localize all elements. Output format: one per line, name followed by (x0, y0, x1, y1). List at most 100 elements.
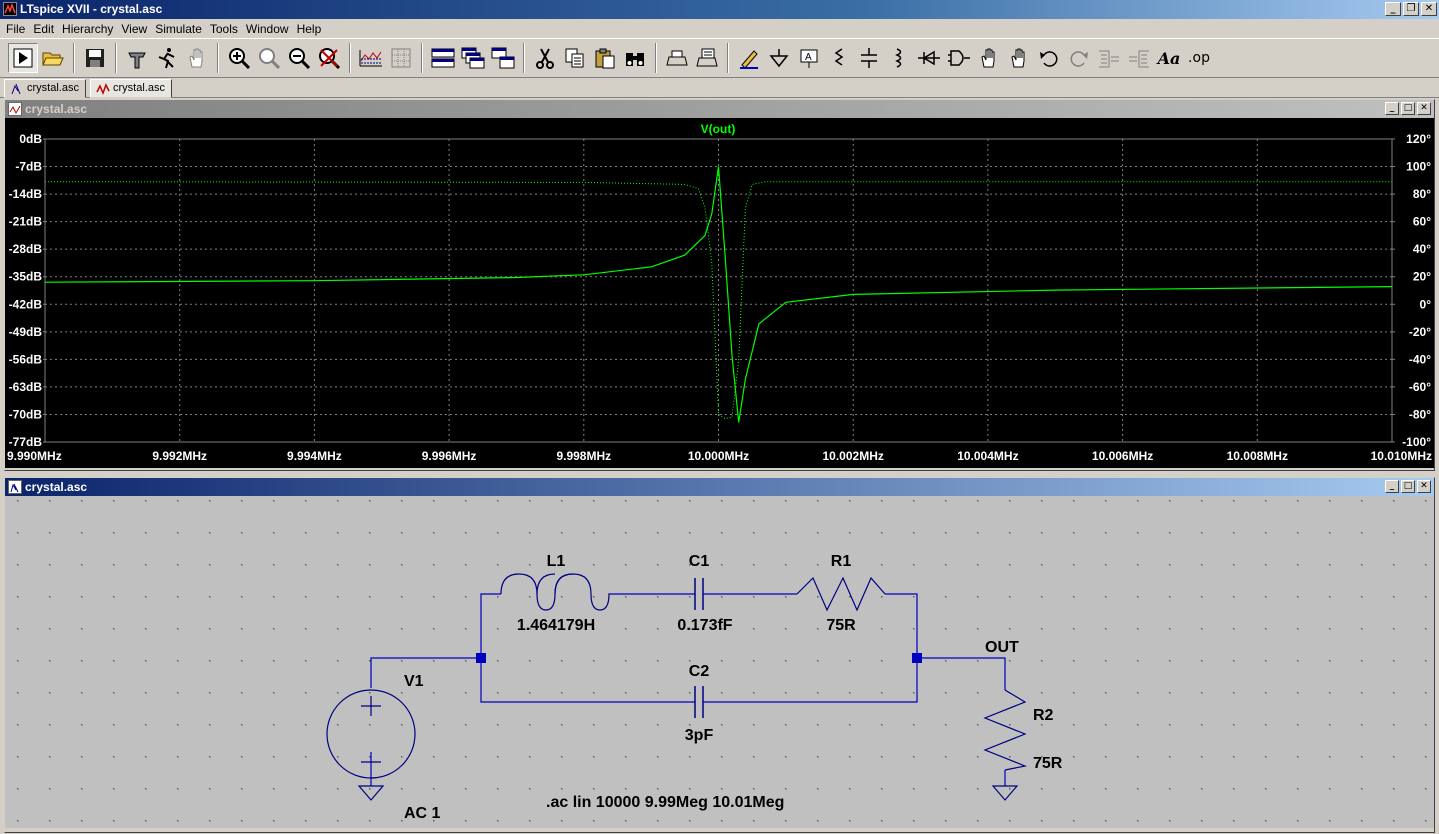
tab-waveform[interactable]: crystal.asc (90, 79, 172, 98)
capacitor-c2[interactable]: C2 3pF (685, 663, 714, 744)
c2-name[interactable]: C2 (689, 663, 710, 680)
tab-schematic[interactable]: crystal.asc (4, 79, 86, 98)
schematic-window-icon (8, 480, 22, 494)
trace-label[interactable]: V(out) (701, 122, 736, 136)
v1-name[interactable]: V1 (404, 673, 424, 690)
menu-view[interactable]: View (121, 21, 148, 36)
resistor-icon[interactable] (824, 43, 854, 73)
magnitude-tick-label: -7dB (15, 160, 42, 174)
resistor-r2[interactable]: R2 75R (983, 689, 1063, 772)
spice-directive-icon[interactable]: .op (1184, 43, 1214, 73)
c1-value[interactable]: 0.173fF (677, 617, 732, 634)
r2-value[interactable]: 75R (1033, 755, 1063, 772)
schematic-canvas[interactable]: L1 1.464179H C1 0.173fF R1 75R C2 3pF (5, 496, 1434, 828)
waveform-minimize-button[interactable]: _ (1385, 102, 1399, 115)
redo-icon[interactable] (1064, 43, 1094, 73)
r1-value[interactable]: 75R (826, 617, 856, 634)
autorange-icon[interactable] (356, 43, 386, 73)
bode-plot[interactable]: V(out) 0dB-7dB-14dB-21dB-28dB-35dB-42dB-… (5, 118, 1434, 468)
ground-icon[interactable] (764, 43, 794, 73)
grid-icon[interactable] (386, 43, 416, 73)
menu-tools[interactable]: Tools (209, 21, 238, 36)
waveform-maximize-button[interactable]: □ (1401, 102, 1415, 115)
control-panel-icon[interactable] (122, 43, 152, 73)
drag-icon[interactable] (1004, 43, 1034, 73)
frequency-tick-label: 10.010MHz (1371, 449, 1432, 463)
schematic-tab-icon (10, 82, 24, 96)
mirror-icon[interactable] (1124, 43, 1154, 73)
find-icon[interactable] (620, 43, 650, 73)
tile-vertical-icon[interactable] (488, 43, 518, 73)
print-setup-icon[interactable] (662, 43, 692, 73)
minimize-button[interactable]: _ (1385, 2, 1401, 16)
rotate-icon[interactable] (1094, 43, 1124, 73)
ground-symbol[interactable] (991, 785, 1019, 801)
save-icon[interactable] (80, 43, 110, 73)
spice-directive[interactable]: .ac lin 10000 9.99Meg 10.01Meg (546, 794, 784, 811)
menu-edit[interactable]: Edit (33, 21, 55, 36)
component-icon[interactable] (944, 43, 974, 73)
phase-tick-label: 80° (1413, 187, 1431, 201)
cut-icon[interactable] (530, 43, 560, 73)
r2-name[interactable]: R2 (1033, 707, 1054, 724)
schematic-window-title: crystal.asc (25, 480, 88, 494)
zoom-in-icon[interactable] (224, 43, 254, 73)
menu-bar: File Edit Hierarchy View Simulate Tools … (0, 19, 1439, 38)
l1-name[interactable]: L1 (547, 553, 566, 570)
schematic-maximize-button[interactable]: □ (1401, 480, 1415, 493)
frequency-tick-label: 10.002MHz (823, 449, 884, 463)
schematic-drawing[interactable]: L1 1.464179H C1 0.173fF R1 75R C2 3pF (5, 496, 1434, 828)
paste-icon[interactable] (590, 43, 620, 73)
capacitor-icon[interactable] (854, 43, 884, 73)
move-icon[interactable] (974, 43, 1004, 73)
net-label-out[interactable]: OUT (985, 639, 1019, 656)
cascade-icon[interactable] (458, 43, 488, 73)
open-icon[interactable] (38, 43, 68, 73)
restore-button[interactable]: ❐ (1403, 2, 1419, 16)
schematic-close-button[interactable]: ✕ (1417, 480, 1431, 493)
c2-value[interactable]: 3pF (685, 727, 714, 744)
schematic-window-titlebar[interactable]: crystal.asc _ □ ✕ (5, 478, 1434, 496)
menu-file[interactable]: File (6, 21, 26, 36)
c1-name[interactable]: C1 (689, 553, 710, 570)
waveform-window-titlebar[interactable]: crystal.asc _ □ ✕ (5, 100, 1434, 118)
resistor-r1[interactable]: R1 75R (796, 553, 886, 634)
menu-help[interactable]: Help (296, 21, 322, 36)
voltage-source-v1[interactable]: V1 AC 1 (326, 673, 441, 822)
toolbar-separator (73, 43, 75, 73)
frequency-tick-label: 10.008MHz (1227, 449, 1288, 463)
run-icon[interactable] (8, 43, 38, 73)
schematic-minimize-button[interactable]: _ (1385, 480, 1399, 493)
magnitude-tick-label: -35dB (9, 270, 43, 284)
print-icon[interactable] (692, 43, 722, 73)
waveform-close-button[interactable]: ✕ (1417, 102, 1431, 115)
halt-icon[interactable] (152, 43, 182, 73)
zoom-area-icon[interactable] (254, 43, 284, 73)
l1-value[interactable]: 1.464179H (517, 617, 595, 634)
menu-simulate[interactable]: Simulate (155, 21, 202, 36)
undo-icon[interactable] (1034, 43, 1064, 73)
text-icon[interactable]: Aa (1154, 43, 1184, 73)
tile-horizontal-icon[interactable] (428, 43, 458, 73)
source-circle (326, 689, 416, 779)
r1-name[interactable]: R1 (831, 553, 852, 570)
inductor-icon[interactable] (884, 43, 914, 73)
v1-value[interactable]: AC 1 (404, 805, 441, 822)
close-button[interactable]: ✕ (1421, 2, 1437, 16)
frequency-tick-label: 9.990MHz (7, 449, 62, 463)
zoom-fit-icon[interactable] (314, 43, 344, 73)
label-net-icon[interactable]: A (794, 43, 824, 73)
draw-wire-icon[interactable] (734, 43, 764, 73)
capacitor-c1[interactable]: C1 0.173fF (677, 553, 732, 634)
menu-window[interactable]: Window (245, 21, 289, 36)
toolbar-separator (655, 43, 657, 73)
inductor-l1[interactable]: L1 1.464179H (500, 553, 611, 634)
zoom-out-icon[interactable] (284, 43, 314, 73)
menu-hierarchy[interactable]: Hierarchy (62, 21, 114, 36)
plot-area[interactable]: V(out) 0dB-7dB-14dB-21dB-28dB-35dB-42dB-… (5, 118, 1434, 468)
diode-icon[interactable] (914, 43, 944, 73)
pan-icon[interactable] (182, 43, 212, 73)
copy-icon[interactable] (560, 43, 590, 73)
ground-symbol[interactable] (357, 785, 385, 801)
